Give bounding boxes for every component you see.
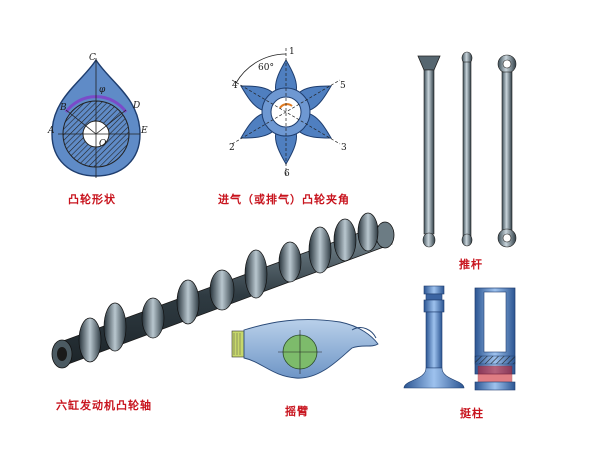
push-rod-2 (461, 51, 473, 247)
label-phi: φ (99, 85, 106, 95)
cam-shape-diagram: C φ B D A E O (47, 53, 148, 178)
rocker-arm (231, 319, 379, 379)
caption-cam-shape: 凸轮形状 (68, 193, 116, 206)
label-o: O (99, 139, 107, 149)
tappet-left (403, 285, 465, 389)
label-d: D (132, 101, 140, 111)
lobe-number-4: 4 (232, 81, 238, 91)
caption-camshaft: 六缸发动机凸轮轴 (56, 399, 152, 412)
cam-lobes (78, 212, 379, 363)
label-c: C (89, 53, 96, 63)
lobe-number-6: 6 (284, 169, 290, 179)
lobe-number-5: 5 (340, 81, 346, 91)
caption-cam-angle: 进气（或排气）凸轮夹角 (218, 193, 350, 206)
push-rods (417, 51, 517, 248)
angle-label: 60° (258, 63, 274, 73)
push-rod-1 (417, 55, 441, 248)
angle-line-right (95, 109, 127, 135)
label-b: B (59, 103, 67, 113)
caption-tappet: 挺柱 (460, 407, 484, 420)
label-a: A (47, 126, 55, 136)
angle-line-left (65, 109, 97, 135)
star-lobes (231, 48, 341, 176)
lobe-number-2: 2 (229, 143, 235, 153)
cam-angle-diagram: 60° 1 4 5 2 3 6 (229, 47, 347, 179)
tappets (403, 285, 516, 391)
camshaft (51, 212, 395, 369)
tappet-cutaway (474, 287, 516, 391)
lobe-number-3: 3 (341, 143, 347, 153)
caption-rocker-arm: 摇臂 (285, 405, 309, 418)
caption-push-rod: 推杆 (459, 258, 483, 271)
push-rod-3 (497, 54, 517, 248)
lobe-number-1: 1 (289, 47, 295, 57)
label-e: E (140, 126, 148, 136)
